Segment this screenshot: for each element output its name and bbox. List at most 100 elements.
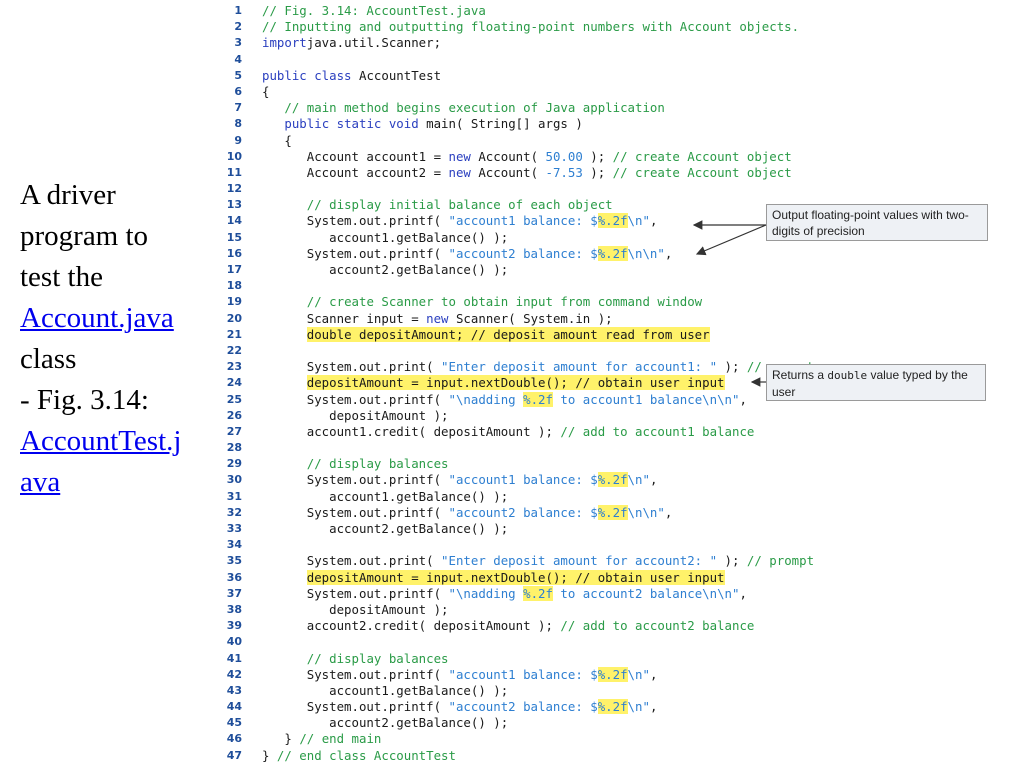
code-text: account2.getBalance() ); <box>262 521 509 536</box>
line-number: 43 <box>226 683 242 697</box>
line-number: 19 <box>226 295 242 309</box>
line-number: 18 <box>226 279 242 293</box>
line-number: 41 <box>226 651 242 665</box>
line-number: 6 <box>234 84 242 98</box>
code-text: public class AccountTest <box>262 67 442 83</box>
code-text: System.out.printf( "account2 balance: $%… <box>262 504 673 520</box>
code-text: System.out.printf( "\nadding %.2f to acc… <box>262 585 747 601</box>
code-text: // display balances <box>306 650 449 666</box>
double-callout-code: double <box>827 369 868 382</box>
line-number: 9 <box>234 133 242 147</box>
code-text: Account account2 = new Account( -7.53 );… <box>262 164 792 180</box>
line-number: 17 <box>226 263 242 276</box>
line-number: 27 <box>226 424 242 438</box>
code-text: account1.getBalance() ); <box>262 229 509 245</box>
code-text: depositAmount = input.nextDouble(); // o… <box>306 375 725 391</box>
line-number: 42 <box>226 667 242 681</box>
double-callout: Returns a double value typed by the user <box>766 364 986 401</box>
code-text: depositAmount ); <box>262 407 449 423</box>
arrow-to-line-16 <box>695 224 767 256</box>
code-text: account2.credit( depositAmount ); // add… <box>262 618 755 634</box>
line-number: 37 <box>226 586 242 600</box>
line-number: 2 <box>234 20 242 34</box>
line-number: 13 <box>226 198 242 212</box>
line-number: 38 <box>226 602 242 616</box>
code-text: double depositAmount; // deposit amount … <box>306 326 710 342</box>
precision-callout-text: Output floating-point values with two-di… <box>772 208 969 238</box>
line-number: 4 <box>234 52 242 66</box>
line-number: 36 <box>226 570 242 584</box>
line-number: 7 <box>234 101 242 115</box>
description-line: program to <box>20 220 149 252</box>
accounttest-java-link[interactable]: AccountTest.j <box>20 425 182 457</box>
line-number: 12 <box>226 182 242 196</box>
double-callout-text-post: value typed by the user <box>772 368 968 399</box>
line-number: 14 <box>226 214 242 228</box>
line-number: 3 <box>234 36 242 50</box>
code-text: System.out.print( "Enter deposit amount … <box>262 359 814 375</box>
line-number: 11 <box>226 165 242 179</box>
line-number: 34 <box>226 538 242 552</box>
accounttest-java-link-continued[interactable]: ava <box>20 466 61 498</box>
line-number: 21 <box>226 327 242 341</box>
code-text: { <box>262 83 270 99</box>
code-text: account1.getBalance() ); <box>262 488 509 504</box>
code-text: importjava.util.Scanner; <box>262 35 442 51</box>
description-line: class <box>20 343 77 375</box>
line-number: 35 <box>226 554 242 568</box>
line-number: 22 <box>226 343 242 357</box>
precision-callout: Output floating-point values with two-di… <box>766 204 988 241</box>
code-text: System.out.printf( "\nadding %.2f to acc… <box>262 391 747 407</box>
line-number: 28 <box>226 441 242 455</box>
code-text: // display balances <box>306 456 449 472</box>
line-number: 5 <box>234 68 242 82</box>
code-text: System.out.printf( "account2 balance: $%… <box>262 245 673 261</box>
line-number: 45 <box>226 716 242 730</box>
line-number: 40 <box>226 635 242 649</box>
line-number: 33 <box>226 522 242 535</box>
line-number: 1 <box>234 4 242 17</box>
code-text: // display initial balance of each objec… <box>306 197 613 213</box>
line-number: 15 <box>226 230 242 244</box>
code-text: Scanner input = new Scanner( System.in )… <box>262 310 613 326</box>
line-number: 31 <box>226 489 242 503</box>
account-java-link[interactable]: Account.java <box>20 302 174 334</box>
code-text: } // end class AccountTest <box>262 747 456 763</box>
code-text: // Inputting and outputting floating-poi… <box>262 19 800 35</box>
code-text: Account account1 = new Account( 50.00 );… <box>262 148 792 164</box>
description-line: test the <box>20 261 103 293</box>
code-text: System.out.printf( "account1 balance: $%… <box>262 213 658 229</box>
line-number: 47 <box>226 748 242 762</box>
double-callout-text-pre: Returns a <box>772 368 828 382</box>
line-number: 25 <box>226 392 242 406</box>
code-text: System.out.printf( "account1 balance: $%… <box>262 666 658 682</box>
line-number: 30 <box>226 473 242 487</box>
code-text: public static void main( String[] args ) <box>284 116 583 132</box>
code-text: account1.getBalance() ); <box>262 682 509 698</box>
code-text: } // end main <box>262 731 382 747</box>
line-number: 26 <box>226 408 242 422</box>
code-text: // Fig. 3.14: AccountTest.java <box>262 3 486 18</box>
code-text: System.out.print( "Enter deposit amount … <box>262 553 815 569</box>
line-number: 39 <box>226 619 242 633</box>
code-text: account1.credit( depositAmount ); // add… <box>262 423 755 439</box>
code-text: System.out.printf( "account2 balance: $%… <box>262 699 658 715</box>
line-number: 32 <box>226 505 242 519</box>
line-number: 20 <box>226 311 242 325</box>
code-text: // create Scanner to obtain input from c… <box>306 294 703 310</box>
code-text: System.out.printf( "account1 balance: $%… <box>262 472 658 488</box>
line-number: 8 <box>234 117 242 131</box>
line-number: 16 <box>226 246 242 260</box>
line-number: 10 <box>226 149 242 163</box>
line-number: 46 <box>226 732 242 746</box>
line-number: 24 <box>226 376 242 390</box>
code-text: depositAmount ); <box>262 601 449 617</box>
line-number: 44 <box>226 700 242 714</box>
code-text: // main method begins execution of Java … <box>284 100 665 116</box>
line-number: 29 <box>226 457 242 471</box>
line-number: 23 <box>226 360 242 374</box>
description-line: A driver <box>20 179 116 211</box>
code-text: account2.getBalance() ); <box>262 262 509 277</box>
code-text: account2.getBalance() ); <box>262 715 509 731</box>
code-text: depositAmount = input.nextDouble(); // o… <box>306 569 725 585</box>
